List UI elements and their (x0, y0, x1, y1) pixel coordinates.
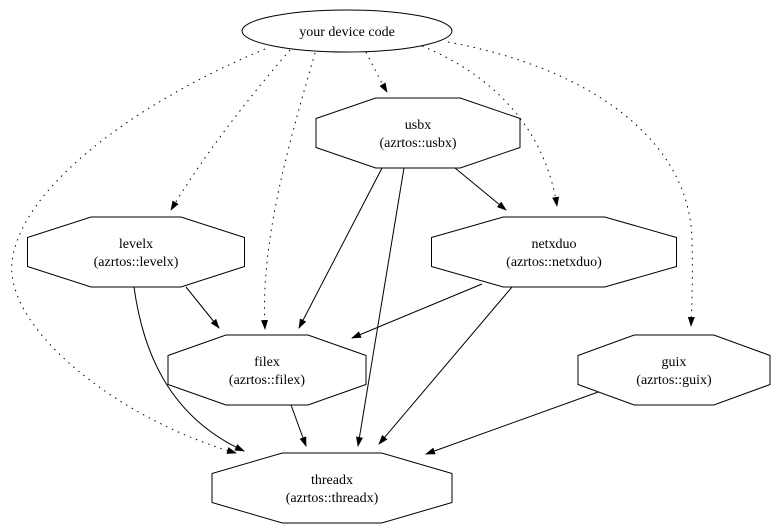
node-usbx-label-line1: usbx (405, 118, 431, 133)
node-usbx-shape (315, 97, 521, 169)
node-netxduo-label-line2: (azrtos::netxduo) (506, 255, 602, 270)
node-netxduo-label-line1: netxduo (531, 237, 576, 252)
node-device-code-shape (241, 9, 453, 53)
edge-device-code-usbx (365, 51, 388, 93)
node-filex-shape (167, 334, 367, 406)
edge-netxduo-filex (351, 283, 483, 339)
node-levelx: levelx(azrtos::levelx) (27, 216, 245, 288)
node-levelx-label-line2: (azrtos::levelx) (94, 255, 179, 270)
node-guix-label-line1: guix (662, 355, 687, 370)
edge-device-code-filex (261, 52, 316, 330)
edge-levelx-filex (185, 286, 220, 329)
edge-netxduo-threadx (378, 286, 513, 445)
node-filex: filex(azrtos::filex) (167, 334, 367, 406)
node-netxduo-shape (431, 216, 677, 288)
node-threadx: threadx(azrtos::threadx) (211, 452, 453, 524)
node-guix: guix(azrtos::guix) (577, 334, 771, 406)
edge-usbx-filex (298, 167, 383, 329)
node-usbx: usbx(azrtos::usbx) (315, 97, 521, 169)
node-device-code-label-line1: your device code (299, 25, 395, 40)
edge-device-code-levelx (170, 49, 291, 211)
edge-usbx-netxduo (454, 167, 507, 211)
node-device-code: your device code (241, 9, 453, 53)
node-usbx-label-line2: (azrtos::usbx) (380, 136, 457, 151)
node-filex-label-line1: filex (254, 355, 280, 370)
edge-levelx-threadx (133, 286, 245, 452)
node-netxduo: netxduo(azrtos::netxduo) (431, 216, 677, 288)
node-filex-label-line2: (azrtos::filex) (229, 373, 306, 388)
node-guix-shape (577, 334, 771, 406)
node-levelx-shape (27, 216, 245, 288)
node-threadx-shape (211, 452, 453, 524)
edge-guix-threadx (425, 390, 602, 455)
node-threadx-label-line2: (azrtos::threadx) (286, 491, 379, 506)
node-levelx-label-line1: levelx (119, 237, 153, 252)
edge-filex-threadx (290, 404, 307, 447)
edge-usbx-threadx (356, 167, 405, 447)
node-guix-label-line2: (azrtos::guix) (636, 373, 712, 388)
node-threadx-label-line1: threadx (311, 473, 353, 488)
